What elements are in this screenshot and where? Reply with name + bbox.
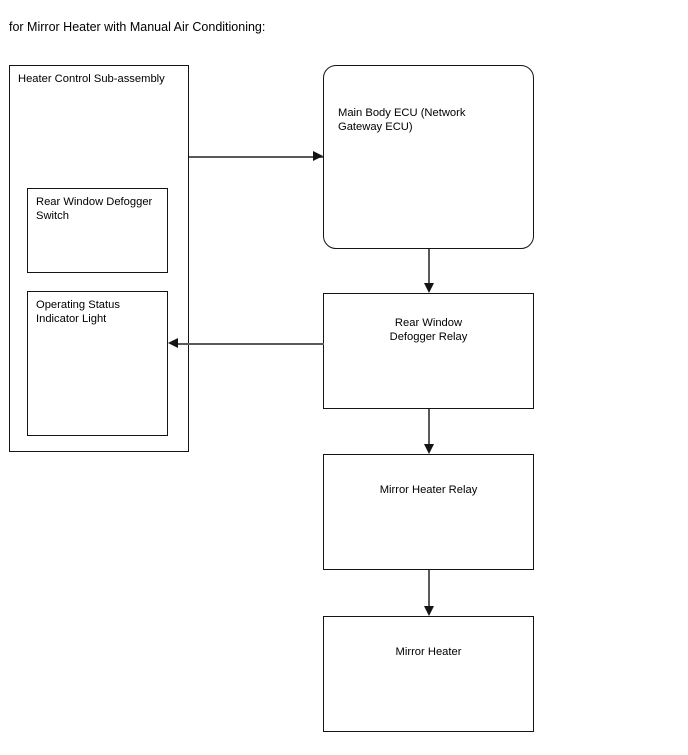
node-label-rear-window-defogger-relay: Rear Window Defogger Relay [389, 317, 468, 343]
connector-mirror-relay-to-mirror-heater-arrowhead [424, 606, 434, 616]
node-main-body-ecu: Main Body ECU (Network Gateway ECU) [323, 65, 534, 249]
node-rear-window-defogger-relay: Rear Window Defogger Relay [323, 293, 534, 409]
connector-assembly-to-ecu-arrowhead [313, 151, 323, 161]
connector-defogger-relay-to-mirror-relay-line [428, 409, 430, 444]
node-label-operating-status-indicator-light: Operating Status Indicator Light [36, 299, 120, 325]
node-label-rear-window-defogger-switch: Rear Window Defogger Switch [36, 196, 153, 222]
node-operating-status-indicator-light: Operating Status Indicator Light [27, 291, 168, 436]
node-label-mirror-heater: Mirror Heater [395, 646, 462, 658]
diagram-caption: for Mirror Heater with Manual Air Condit… [9, 20, 266, 34]
node-mirror-heater-relay: Mirror Heater Relay [323, 454, 534, 570]
node-label-heater-control-sub-assembly: Heater Control Sub-assembly [18, 73, 165, 85]
connector-assembly-to-ecu-line [189, 156, 323, 158]
connector-defogger-relay-to-indicator-arrowhead [168, 338, 178, 348]
node-label-mirror-heater-relay: Mirror Heater Relay [379, 484, 478, 496]
connector-ecu-to-defogger-relay-line [428, 249, 430, 283]
connector-ecu-to-defogger-relay-arrowhead [424, 283, 434, 293]
connector-mirror-relay-to-mirror-heater-line [428, 570, 430, 606]
connector-defogger-relay-to-indicator-line [178, 343, 324, 345]
node-label-main-body-ecu: Main Body ECU (Network Gateway ECU) [338, 107, 466, 133]
node-mirror-heater: Mirror Heater [323, 616, 534, 732]
node-rear-window-defogger-switch: Rear Window Defogger Switch [27, 188, 168, 273]
connector-defogger-relay-to-mirror-relay-arrowhead [424, 444, 434, 454]
